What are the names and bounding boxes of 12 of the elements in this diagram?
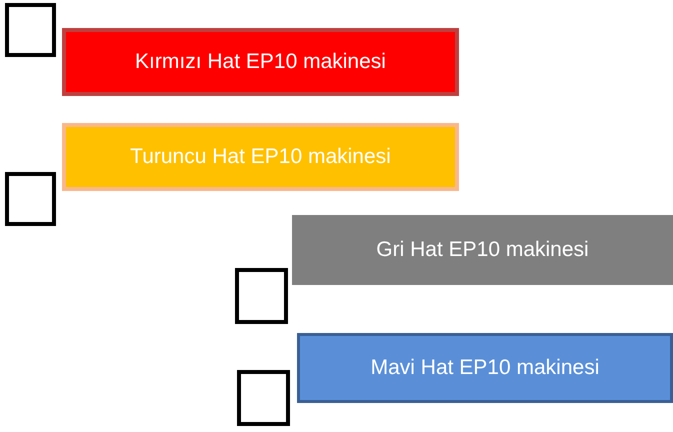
machine-label: Kırmızı Hat EP10 makinesi (135, 50, 386, 74)
machine-label: Mavi Hat EP10 makinesi (370, 356, 600, 380)
checkbox-square (5, 3, 56, 57)
checkbox-square (5, 172, 56, 226)
machine-label: Turuncu Hat EP10 makinesi (130, 145, 391, 169)
machine-box (62, 28, 459, 96)
machine-box (292, 215, 673, 285)
checkbox-square (237, 370, 290, 426)
machine-box (297, 333, 673, 403)
checkbox-square (235, 268, 288, 324)
machine-label: Gri Hat EP10 makinesi (376, 238, 589, 262)
machine-box (62, 123, 459, 191)
